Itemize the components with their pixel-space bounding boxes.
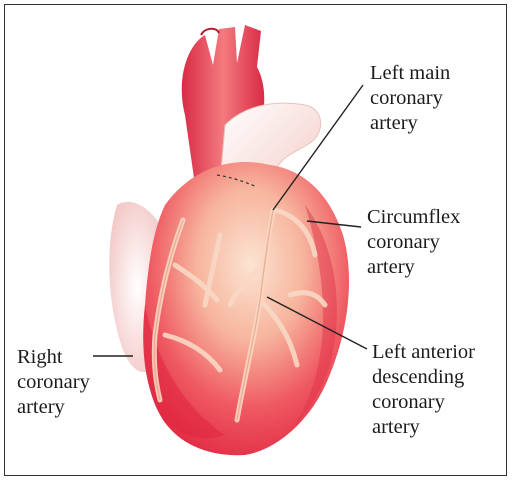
label-left-anterior-descending-coronary-artery: Left anterior descending coronary artery: [372, 340, 475, 440]
label-circumflex-coronary-artery: Circumflex coronary artery: [367, 205, 460, 280]
diagram-frame: Left main coronary artery Circumflex cor…: [4, 4, 507, 476]
label-right-coronary-artery: Right coronary artery: [17, 345, 90, 420]
label-left-main-coronary-artery: Left main coronary artery: [370, 61, 450, 136]
